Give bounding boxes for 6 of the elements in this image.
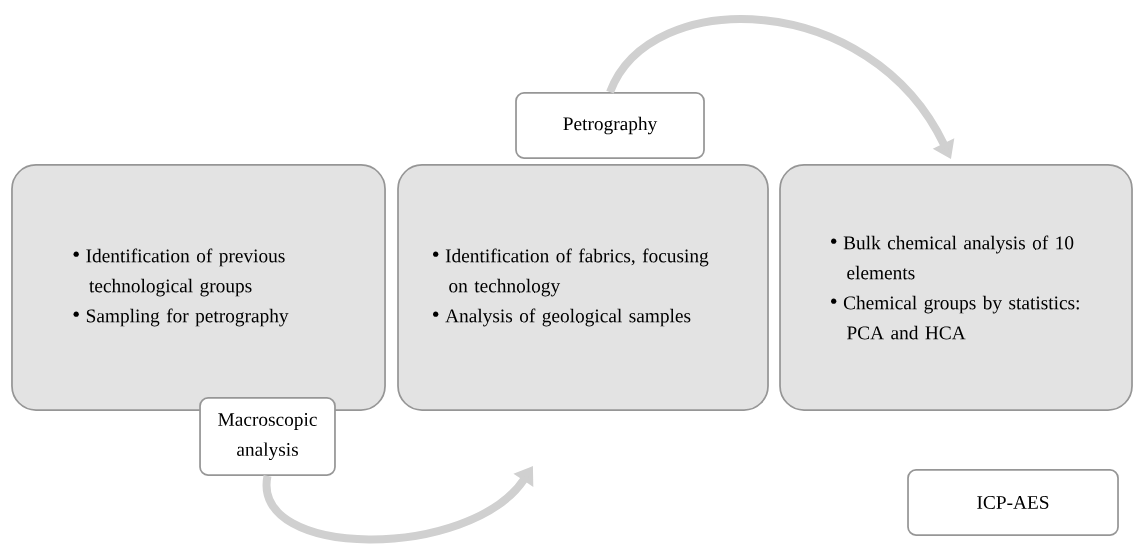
label-box: Macroscopic analysis (199, 397, 336, 476)
label-box: ICP-AES (907, 469, 1119, 536)
process-box: Bulk chemical analysis of 10 elements Chemical groups by statistics: PCA and HCA (779, 164, 1133, 411)
label-box: Petrography (515, 92, 705, 159)
process-box: Identification of fabrics, focusing on technology Analysis of geological samples (397, 164, 769, 411)
process-box: Identification of previous technological groups Sampling for petrography (11, 164, 386, 411)
